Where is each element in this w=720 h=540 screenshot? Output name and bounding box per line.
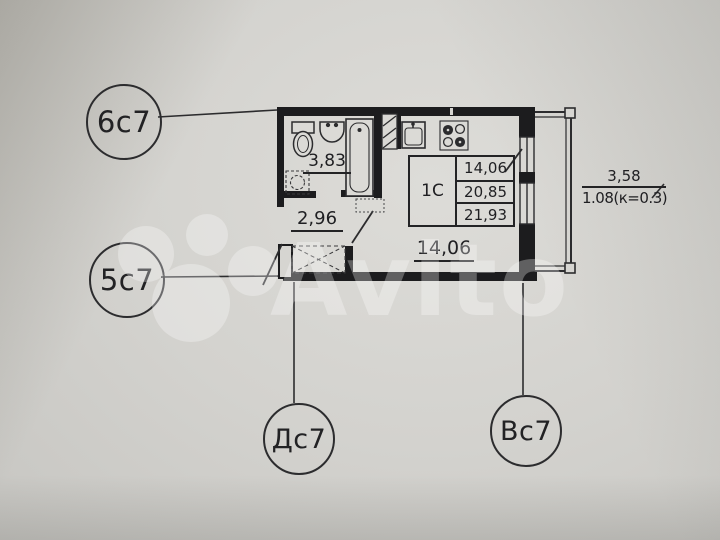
balcony-dimension: 3,58 1.08(к=0.3) (582, 167, 668, 207)
unit-area-main: 20,85 (455, 179, 513, 203)
unit-area-living: 14,06 (455, 157, 513, 180)
axis-bubble-dc7: Дс7 (263, 403, 335, 475)
toilet-icon (291, 121, 315, 158)
balcony-dimension-denominator: 1.08(к=0.3) (582, 189, 668, 207)
entry-pilaster (278, 244, 293, 279)
unit-type-cell: 1С (421, 180, 444, 201)
window-glazing (519, 136, 535, 225)
kitchen-sink-icon (401, 121, 426, 149)
axis-label-dc7: Дс7 (271, 423, 327, 455)
bathtub-icon (345, 118, 374, 197)
balcony (535, 107, 576, 274)
threshold-dotted (355, 198, 385, 213)
watermark-logo-circle (152, 264, 230, 342)
watermark-logo-circle (186, 214, 228, 256)
bathroom-area-label: 3,83 (303, 151, 351, 174)
axis-label-bc7: Вс7 (499, 415, 553, 447)
axis-bubble-5c7: 5с7 (89, 242, 165, 318)
bathroom-sink-icon (319, 121, 345, 143)
watermark-logo-circle (228, 246, 278, 296)
room-area-label: 14,06 (414, 237, 474, 262)
axis-label-5c7: 5с7 (99, 263, 155, 297)
axis-bubble-6c7: 6с7 (86, 84, 162, 160)
vent-shaft (381, 113, 398, 150)
stove-icon (439, 120, 469, 151)
watermark-text: Avito (270, 222, 570, 339)
axis-label-6c7: 6с7 (96, 105, 152, 139)
unit-area-total: 21,93 (455, 202, 513, 225)
axis-leader-lines (157, 109, 524, 403)
unit-summary-table: 1С 14,06 20,85 21,93 (408, 155, 515, 227)
hallway-area-label: 2,96 (291, 208, 343, 232)
entry-hatch (291, 245, 346, 274)
bathroom-door-leaf (351, 210, 374, 244)
watermark-logo-circle (118, 226, 174, 282)
axis-bubble-bc7: Вс7 (490, 395, 562, 467)
balcony-dimension-numerator: 3,58 (582, 167, 666, 188)
washing-machine-icon (285, 170, 310, 195)
entry-door-leaf (262, 243, 283, 286)
